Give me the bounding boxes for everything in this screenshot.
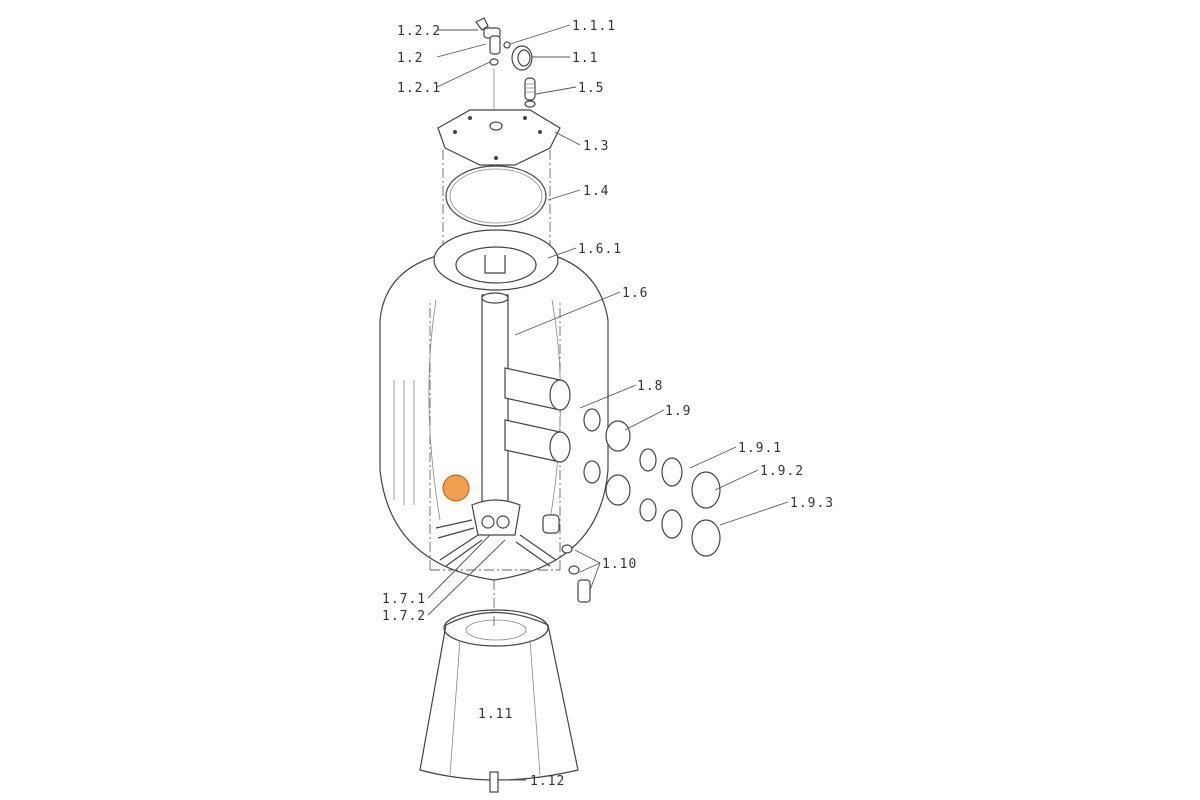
label-1-9: 1.9 xyxy=(665,404,691,419)
tank-base xyxy=(419,580,579,793)
label-1-5: 1.5 xyxy=(578,81,604,96)
label-1-4: 1.4 xyxy=(583,184,609,199)
drain-plug xyxy=(561,544,591,603)
label-1-11: 1.11 xyxy=(478,707,513,722)
label-1-10: 1.10 xyxy=(602,557,637,572)
label-1-2: 1.2 xyxy=(397,51,423,66)
label-1-12: 1.12 xyxy=(530,774,565,789)
label-1-6: 1.6 xyxy=(622,286,648,301)
label-1-8: 1.8 xyxy=(637,379,663,394)
union-fittings xyxy=(583,408,721,557)
label-1-7-2: 1.7.2 xyxy=(382,609,426,624)
label-1-2-2: 1.2.2 xyxy=(397,24,441,39)
part-labels: 1.2.2 1.1.1 1.2 1.1 1.2.1 1.5 1.3 1.4 1.… xyxy=(382,19,834,789)
label-1-1: 1.1 xyxy=(572,51,598,66)
label-1-9-2: 1.9.2 xyxy=(760,464,804,479)
o-ring xyxy=(445,165,547,227)
filter-tank xyxy=(379,229,609,581)
label-1-7-1: 1.7.1 xyxy=(382,592,426,607)
collector-pipe xyxy=(435,292,571,567)
label-1-3: 1.3 xyxy=(583,139,609,154)
pressure-gauge-assembly xyxy=(475,17,536,118)
label-1-2-1: 1.2.1 xyxy=(397,81,441,96)
lid-cover xyxy=(437,109,561,166)
label-1-1-1: 1.1.1 xyxy=(572,19,616,34)
label-1-9-1: 1.9.1 xyxy=(738,441,782,456)
label-1-6-1: 1.6.1 xyxy=(578,242,622,257)
label-1-9-3: 1.9.3 xyxy=(790,496,834,511)
highlight-marker[interactable] xyxy=(442,474,470,502)
leader-lines xyxy=(427,24,789,781)
